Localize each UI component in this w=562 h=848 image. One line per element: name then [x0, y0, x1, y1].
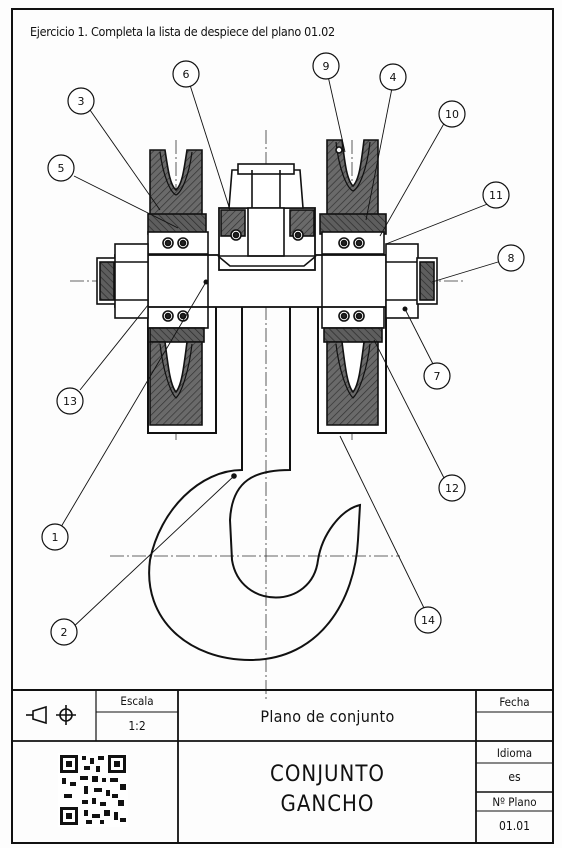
balloon-number: 8 — [508, 252, 515, 265]
hook-assembly-drawing — [57, 75, 499, 700]
balloon-9 — [312, 52, 340, 80]
exercise-statement: Ejercicio 1. Completa la lista de despie… — [30, 24, 335, 39]
balloon-number: 1 — [52, 531, 59, 544]
balloon-numbers: 3 6 9 4 5 10 11 8 7 13 12 1 2 14 — [52, 60, 515, 639]
balloon-5 — [47, 154, 75, 182]
crosshair-icon — [56, 705, 76, 725]
scale-label: Escala — [120, 694, 154, 708]
drawing-title-line2: GANCHO — [280, 792, 375, 817]
balloon-number: 14 — [421, 614, 435, 627]
plan-number-label: Nº Plano — [492, 795, 537, 809]
balloon-13 — [56, 387, 84, 415]
balloon-number: 3 — [78, 95, 85, 108]
date-label: Fecha — [499, 695, 530, 709]
drawing-title: CONJUNTO GANCHO — [180, 760, 475, 820]
balloon-6 — [172, 60, 200, 88]
balloon-2 — [50, 618, 78, 646]
plan-number-value: 01.01 — [499, 819, 530, 833]
drawing-title-line1: CONJUNTO — [270, 762, 385, 787]
balloon-14 — [414, 606, 442, 634]
balloon-number: 12 — [445, 482, 459, 495]
balloon-number: 4 — [390, 71, 397, 84]
balloon-3 — [67, 87, 95, 115]
balloon-number: 9 — [323, 60, 330, 73]
title-block — [11, 689, 554, 844]
leader-lines — [57, 75, 499, 631]
balloon-7 — [423, 362, 451, 390]
plan-type: Plano de conjunto — [260, 707, 395, 726]
balloon-number: 5 — [58, 162, 65, 175]
balloon-10 — [438, 100, 466, 128]
qr-code-icon — [58, 753, 128, 827]
balloon-8 — [497, 244, 525, 272]
balloon-number: 7 — [434, 370, 441, 383]
balloon-number: 11 — [489, 189, 503, 202]
balloon-number: 13 — [63, 395, 77, 408]
left-pulley-upper — [147, 149, 209, 255]
balloon-1 — [41, 523, 69, 551]
part-balloons — [41, 52, 525, 646]
language-label: Idioma — [496, 746, 533, 760]
balloon-number: 2 — [61, 626, 68, 639]
balloon-4 — [379, 63, 407, 91]
end-nuts — [96, 243, 438, 319]
first-angle-projection-icon — [26, 705, 47, 725]
language-value: es — [508, 770, 521, 784]
scale-value: 1:2 — [128, 719, 146, 733]
balloon-number: 6 — [183, 68, 190, 81]
balloon-11 — [482, 181, 510, 209]
hook-head — [217, 163, 317, 271]
left-pulley-lower — [147, 305, 217, 434]
balloon-number: 10 — [445, 108, 459, 121]
right-pulley-upper — [319, 139, 387, 255]
right-pulley-lower — [317, 305, 387, 434]
balloon-12 — [438, 474, 466, 502]
